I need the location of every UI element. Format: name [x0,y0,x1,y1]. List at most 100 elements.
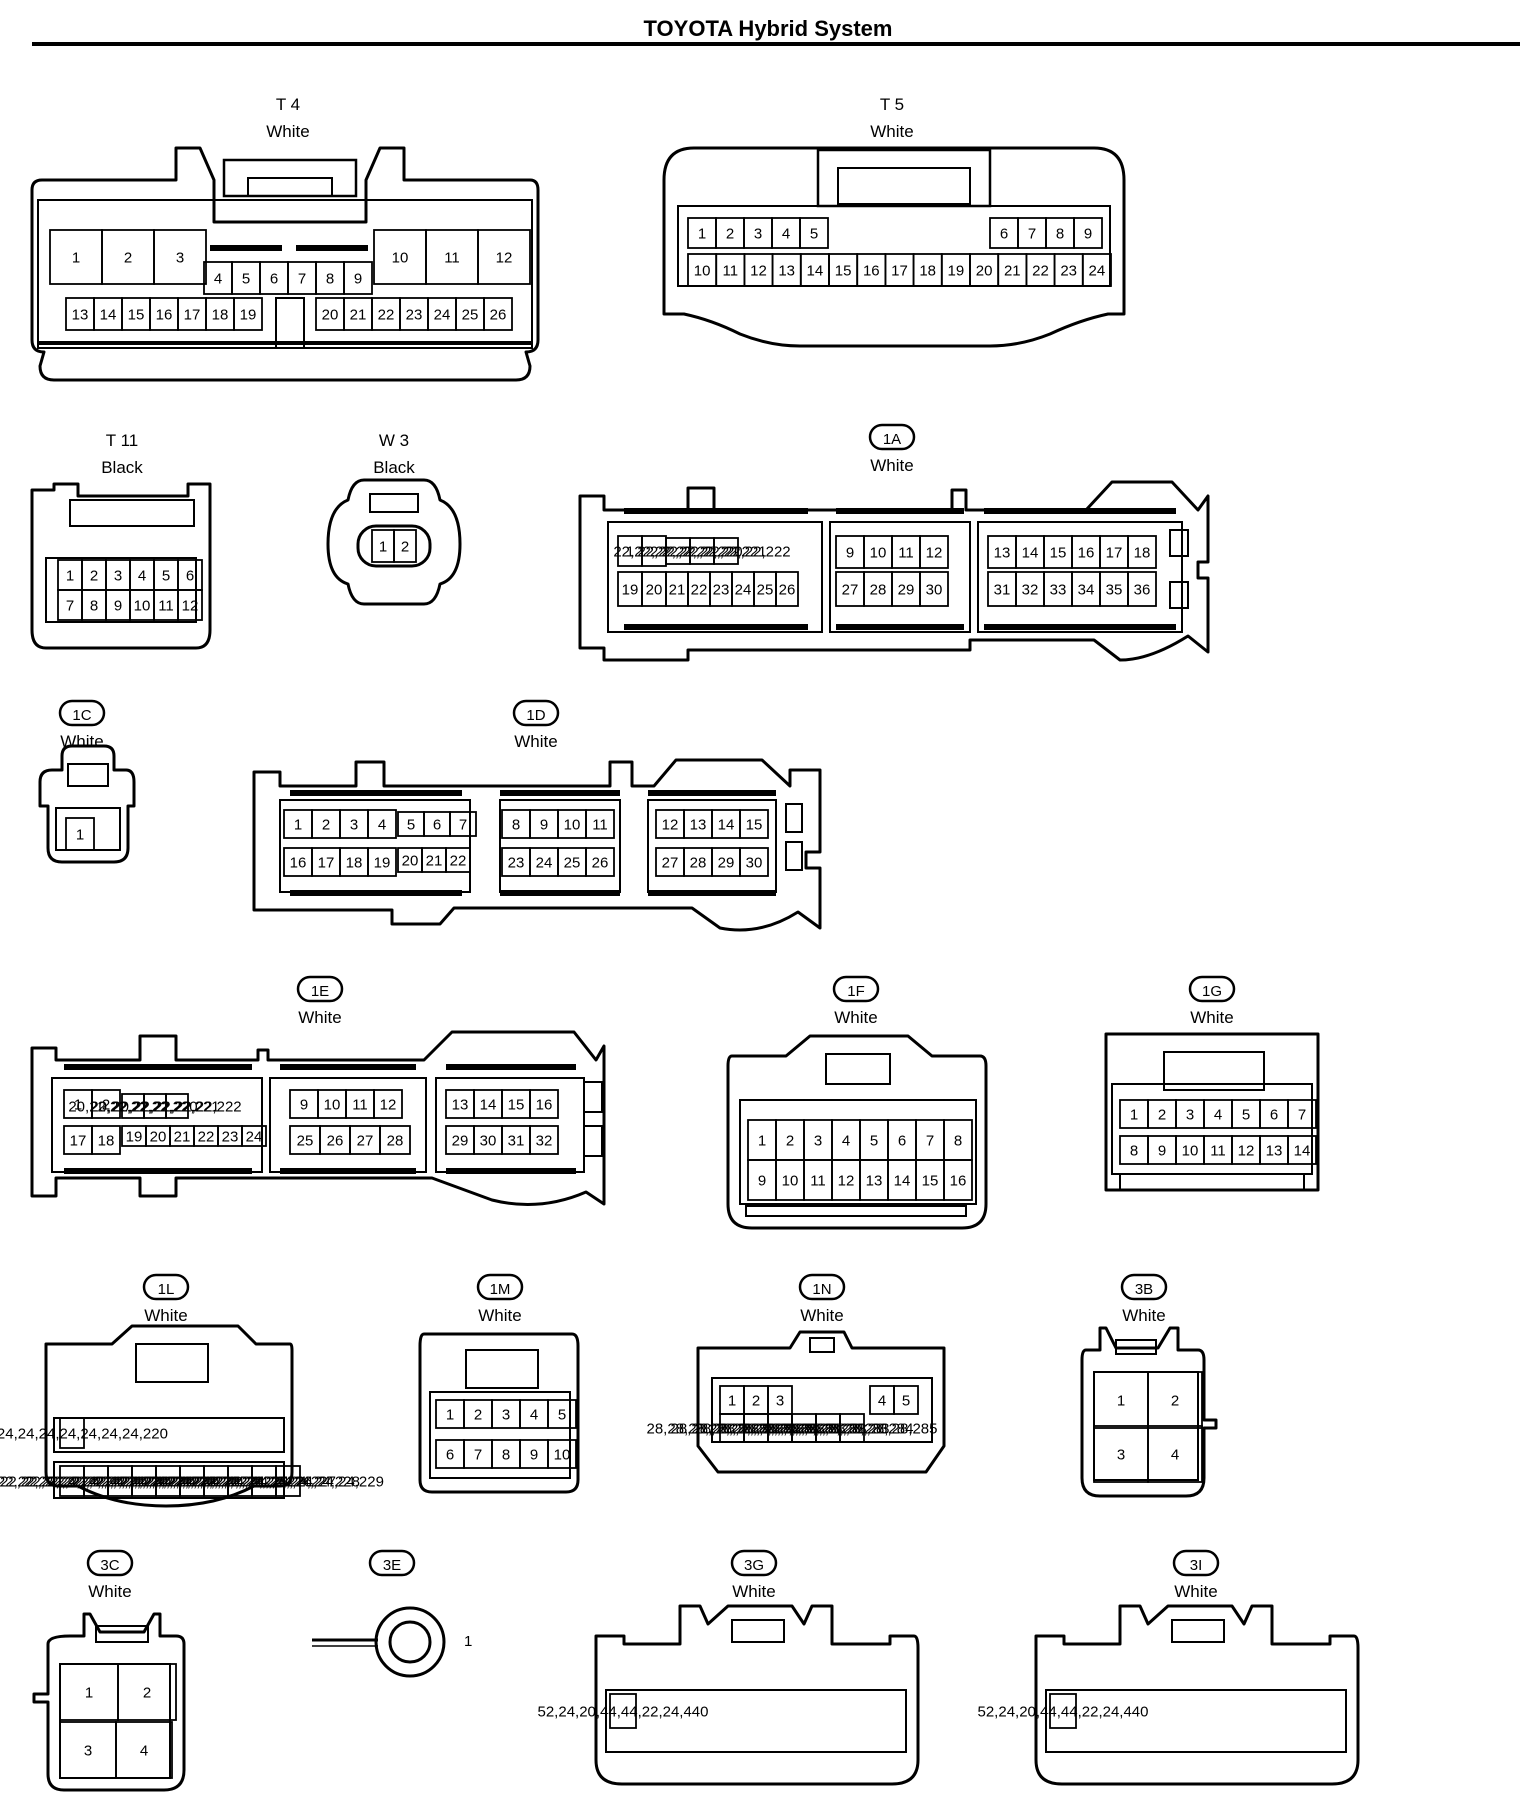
pin-number: 23 [508,855,525,872]
connector-code: 1M [490,1281,511,1298]
pin-cell [241,1125,267,1147]
pin-cell [943,1159,973,1201]
pin-number: 22,22,22,22,24,24,24,24,225 [96,1474,288,1491]
pin-number: 26 [327,1133,344,1150]
pin-number: 2 [1171,1393,1179,1410]
pin-number: 22,22,22,22,24,24,24,24,228 [168,1474,360,1491]
pin-cell [477,229,531,285]
connector-outline [465,1349,539,1389]
housing-outline [696,1330,946,1474]
pin-cell [919,535,949,569]
pin-number: 25 [757,582,774,599]
pin-number: 9 [846,545,854,562]
pin-number: 16 [863,263,880,280]
pin-number: 8 [502,1447,510,1464]
pin-number: 30 [480,1133,497,1150]
pin-number: 11 [592,817,608,834]
pin-cell [393,529,417,563]
pin-number: 28,28,28,28,28,28,28,282 [695,1421,866,1438]
pin-number: 31 [508,1133,525,1150]
pin-cell [117,1663,177,1721]
pin-number: 9 [354,271,362,288]
pin-cell [367,847,397,877]
pin-number: 8 [1056,226,1064,243]
housing-slot [64,1064,252,1070]
connector-outline [1169,529,1189,557]
pin-number: 4 [782,226,790,243]
pin-number: 22,22,22,22,24,24,24,24,222 [24,1474,216,1491]
connector-code: W 3 [379,431,409,450]
housing-slot [648,790,776,796]
pin-cell [449,811,477,837]
connector-code: 1N [812,1281,831,1298]
connector-color: White [834,1008,877,1027]
pin-number: 52,24,20,44,44,22,24,440 [978,1704,1149,1721]
pin-number: 3 [776,1393,784,1410]
pin-number: 17 [1106,545,1123,562]
housing-outline [1080,1326,1218,1498]
pin-number: 9 [1158,1143,1166,1160]
pin-number: 4 [530,1407,538,1424]
pin-number: 16 [1078,545,1095,562]
pin-number: 5 [902,1393,910,1410]
pin-number: 24 [434,307,451,324]
pin-number: 3 [350,817,358,834]
housing-outline [38,744,136,864]
pin-number: 28,28,28,28,28,28,28,281 [671,1421,842,1438]
connector-color: White [1190,1008,1233,1027]
housing-slot [280,1064,416,1070]
connector-code: 3I [1190,1557,1203,1574]
connector-color: White [1122,1306,1165,1325]
pin-number: 24 [536,855,553,872]
pin-number: 6 [446,1447,454,1464]
pin-number: 22,22,22,22,24,24,24,24,223 [48,1474,240,1491]
pin-number: 7 [298,271,306,288]
pin-number: 10 [324,1097,341,1114]
connector-outline [435,1077,585,1173]
pin-cell [609,1693,637,1729]
pin-cell [799,217,829,249]
housing-slot [290,890,462,896]
connector-outline [369,493,419,513]
pin-number: 4 [1214,1107,1222,1124]
pin-number: 9 [114,598,122,615]
pin-cell [343,261,373,295]
pin-number: 9 [300,1097,308,1114]
connector-badge [512,699,560,727]
pin-number: 2 [650,544,658,561]
connector-outline [977,521,1183,633]
pin-number: 7 [1028,226,1036,243]
pin-number: 5 [870,1133,878,1150]
pin-number: 22 [691,582,708,599]
connector-outline [247,177,333,197]
pin-number: 2 [102,1097,110,1114]
pin-number: 2 [1158,1107,1166,1124]
pin-cell [65,817,95,851]
pin-number: 1 [1130,1107,1138,1124]
housing-outline [252,758,822,932]
pin-number: 16 [156,307,173,324]
pin-number: 3 [1117,1447,1125,1464]
pin-number: 22,24,24,24,24,24,24,24,220 [0,1426,168,1443]
pin-number: 3 [502,1407,510,1424]
pin-number: 32 [536,1133,553,1150]
connector-color: White [514,732,557,751]
pin-number: 4 [214,271,222,288]
pin-cell [1127,571,1157,607]
pin-number: 1 [379,539,387,556]
pin-number: 14 [100,307,117,324]
pin-number: 20,22,22,22,22,222 [112,1099,241,1116]
housing-outline [594,1604,920,1786]
pin-cell [177,589,203,621]
connector-outline [429,1391,571,1479]
connector-badge [1120,1273,1168,1301]
pin-number: 33 [1050,582,1067,599]
pin-number: 10 [782,1173,799,1190]
pin-cell [585,847,615,877]
housing-slot [210,245,282,251]
connector-outline [1171,1619,1225,1643]
